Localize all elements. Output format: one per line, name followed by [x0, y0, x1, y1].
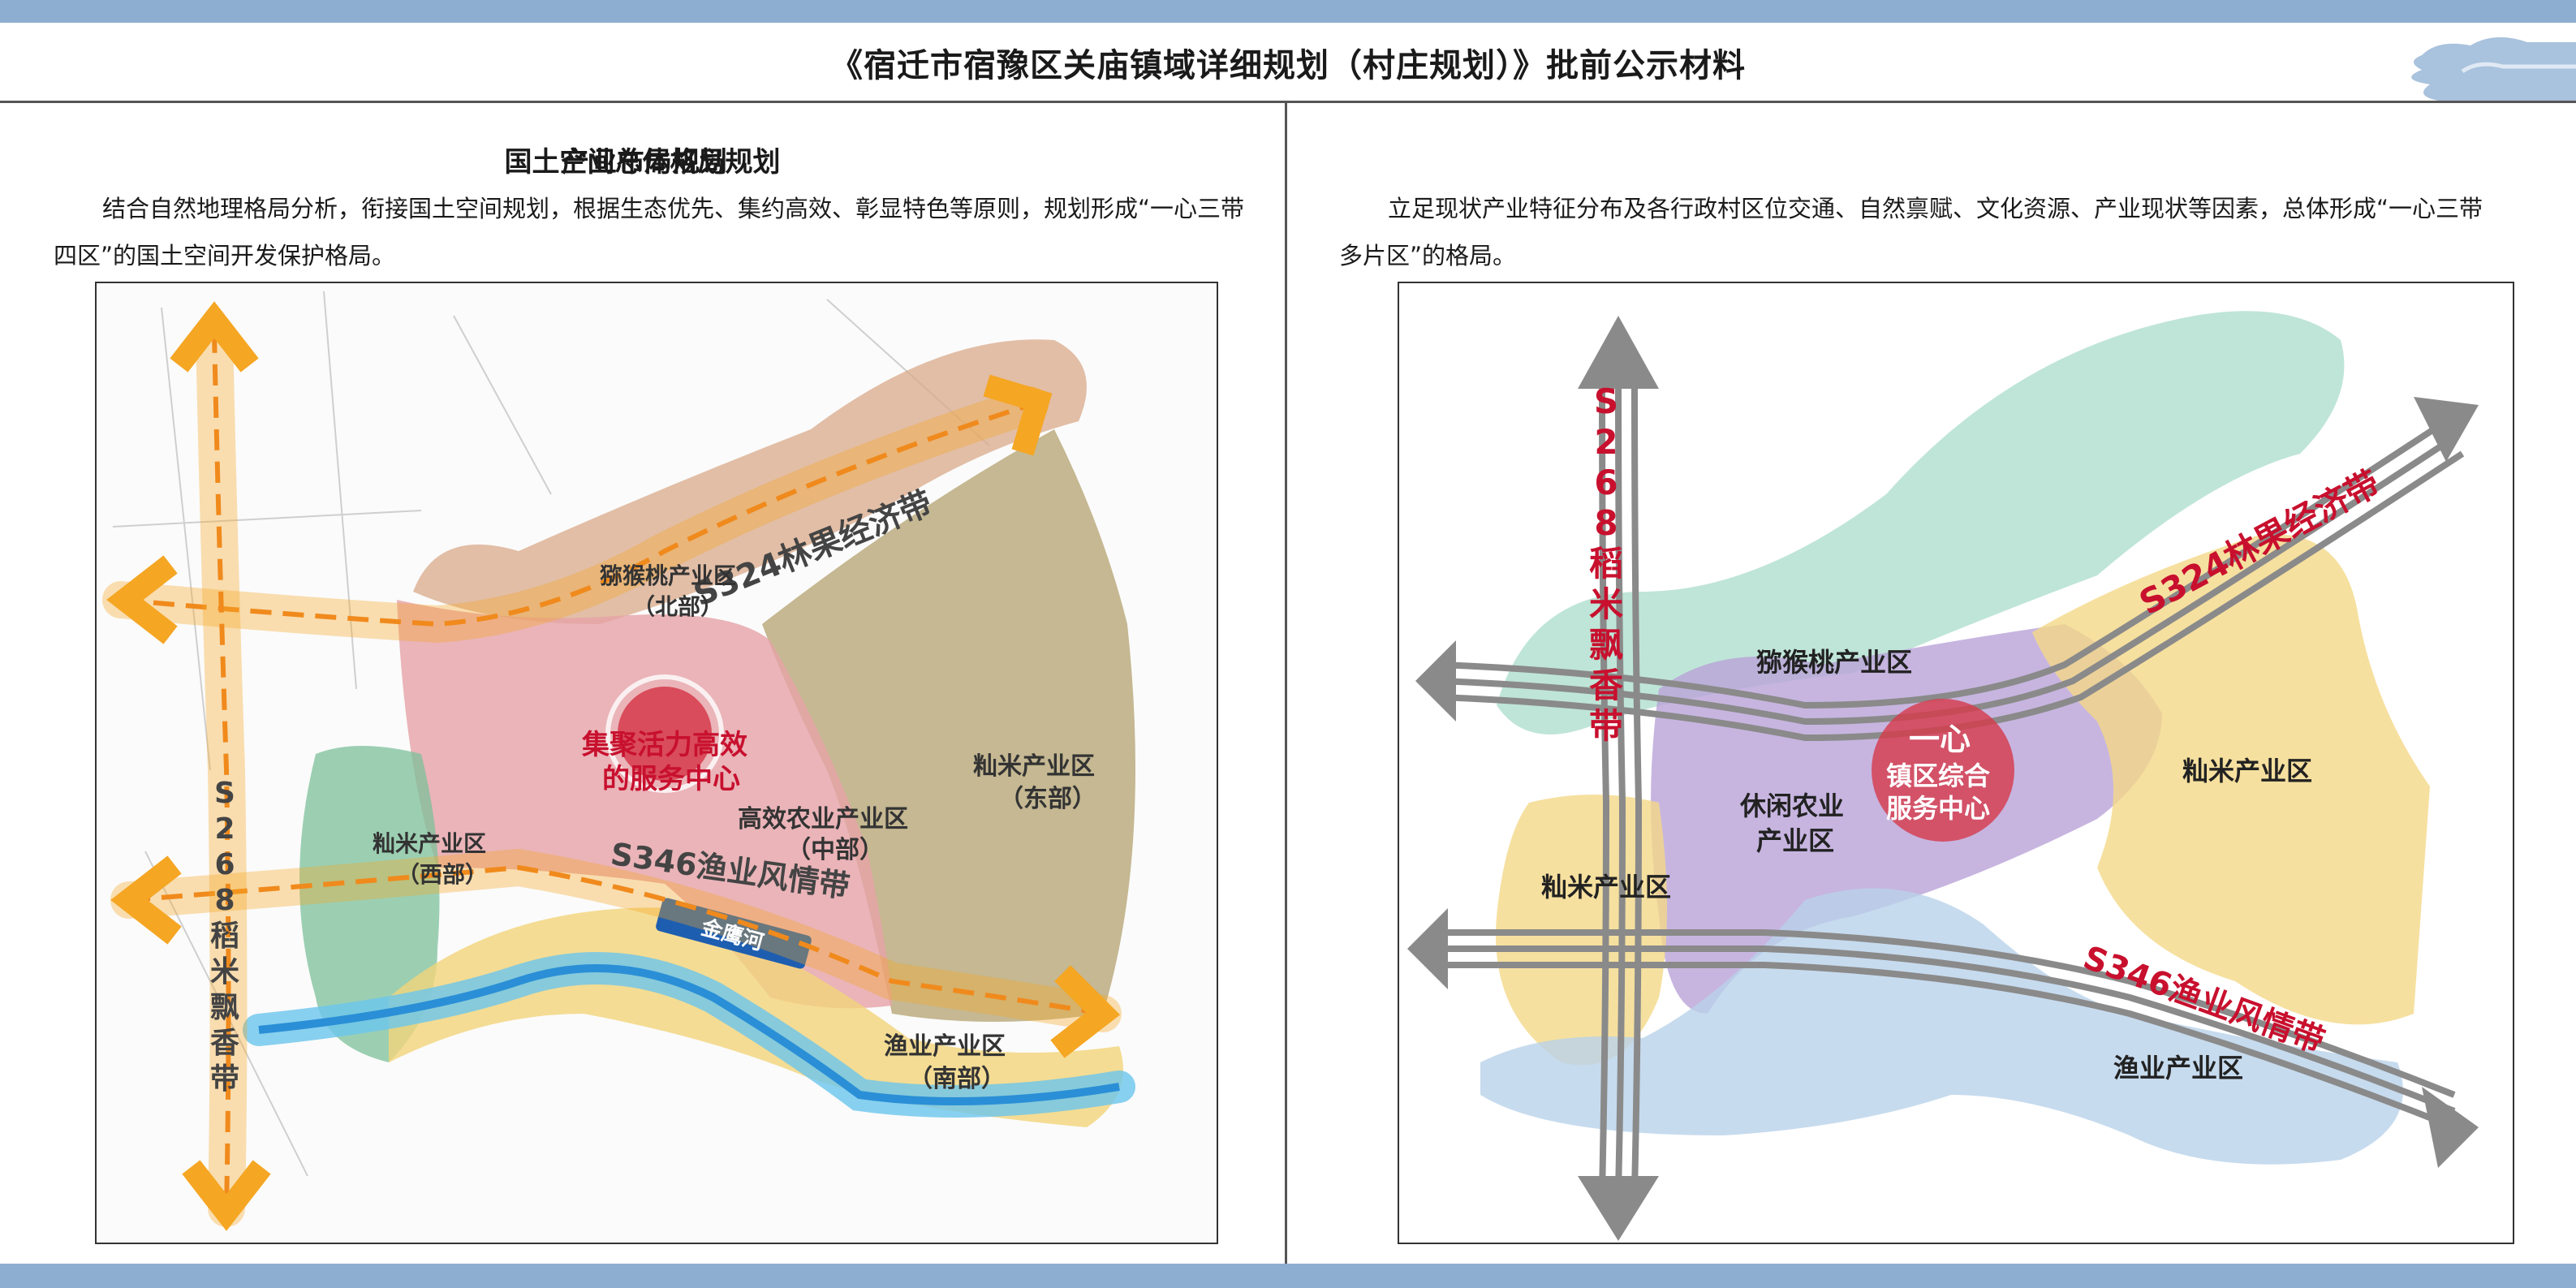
zone-south-sub-label: （南部） — [908, 1065, 1006, 1093]
arrow-north-icon — [170, 301, 259, 373]
s268-belt-line — [1599, 380, 1610, 1193]
top-decor-bar — [0, 0, 2576, 23]
right-section-title: 产业布局规划 — [562, 146, 727, 179]
zone-east-area — [762, 429, 1135, 1022]
service-center-marker — [1872, 699, 2014, 842]
arrow-southeast-icon — [2422, 1087, 2479, 1168]
s346-belt-line — [110, 848, 1122, 1032]
zone-rice-east-label: 籼米产业区 — [2182, 756, 2312, 786]
header-divider — [0, 101, 2576, 103]
right-section-description: 立足现状产业特征分布及各行政村区位交通、自然禀赋、文化资源、产业现状等因素，总体… — [1339, 195, 2483, 269]
cloud-decoration-icon — [2411, 37, 2576, 101]
zone-rice-west-label: 籼米产业区 — [1541, 872, 1671, 902]
arrow-west2-icon — [1407, 908, 1448, 989]
arrow-northeast-icon — [983, 374, 1053, 456]
zone-leisure-label-line1: 休闲农业 — [1739, 790, 1844, 821]
center-label-line1: 一心 — [1909, 722, 1971, 757]
arrow-west-icon — [1415, 640, 1456, 722]
zone-north-sub-label: （北部） — [632, 593, 723, 620]
bottom-decor-bar — [0, 1264, 2576, 1288]
arrow-south-icon — [1578, 1176, 1659, 1241]
left-section-description: 结合自然地理格局分析，衔接国土空间规划，根据生态优先、集约高效、彰显特色等原则，… — [54, 195, 1245, 269]
center-label-line3: 服务中心 — [1886, 793, 1990, 824]
service-center-marker — [618, 687, 712, 781]
zone-fishery-area — [1480, 888, 2403, 1165]
zone-rice-east-area — [2032, 534, 2430, 1025]
s324-belt-line — [1439, 418, 2449, 709]
river-label-box — [656, 898, 812, 969]
industry-layout-map: 一心 镇区综合 服务中心 猕猴桃产业区 休闲农业 产业区 籼米产业区 籼米产业区… — [1398, 282, 2514, 1244]
center-label-line2: 的服务中心 — [602, 763, 740, 795]
zone-west-sub-label: （西部） — [397, 861, 488, 888]
territorial-pattern-map: S324林果经济带 S346渔业风情带 金鹰河 集聚活力高效 的服务中心 猕猴桃… — [95, 282, 1218, 1244]
zone-north-label: 猕猴桃产业区 — [600, 562, 736, 589]
left-section-title: 国土空间总体格局规划 — [504, 146, 781, 179]
zone-middle-sub-label: （中部） — [786, 836, 884, 864]
arrow-west-icon — [106, 555, 178, 644]
zone-west-area — [299, 746, 440, 1062]
arrow-northeast-icon — [2414, 397, 2479, 462]
zone-middle-label: 高效农业产业区 — [738, 805, 908, 834]
zone-middle-area — [397, 600, 892, 1009]
center-label-line1: 集聚活力高效 — [581, 729, 747, 761]
zone-south-label: 渔业产业区 — [884, 1032, 1006, 1061]
arrow-west2-icon — [110, 855, 182, 945]
zone-east-sub-label: （东部） — [999, 785, 1096, 813]
panel-divider — [1285, 101, 1287, 1264]
zone-east-label: 籼米产业区 — [973, 752, 1095, 781]
center-label-line2: 镇区综合 — [1886, 760, 1990, 791]
page-title: 《宿迁市宿豫区关庙镇域详细规划（村庄规划）》批前公示材料 — [830, 47, 1746, 84]
zone-west-label: 籼米产业区 — [373, 830, 486, 857]
arrow-north-icon — [1578, 316, 1659, 389]
zone-north-area — [413, 339, 1087, 624]
zone-kiwi-area — [1497, 311, 2345, 734]
arrow-southeast-icon — [1050, 965, 1121, 1058]
zone-leisure-label-line2: 产业区 — [1756, 825, 1834, 856]
zone-kiwi-label: 猕猴桃产业区 — [1756, 647, 1912, 678]
zone-fishery-label: 渔业产业区 — [2113, 1053, 2243, 1083]
arrow-south-icon — [182, 1160, 271, 1231]
